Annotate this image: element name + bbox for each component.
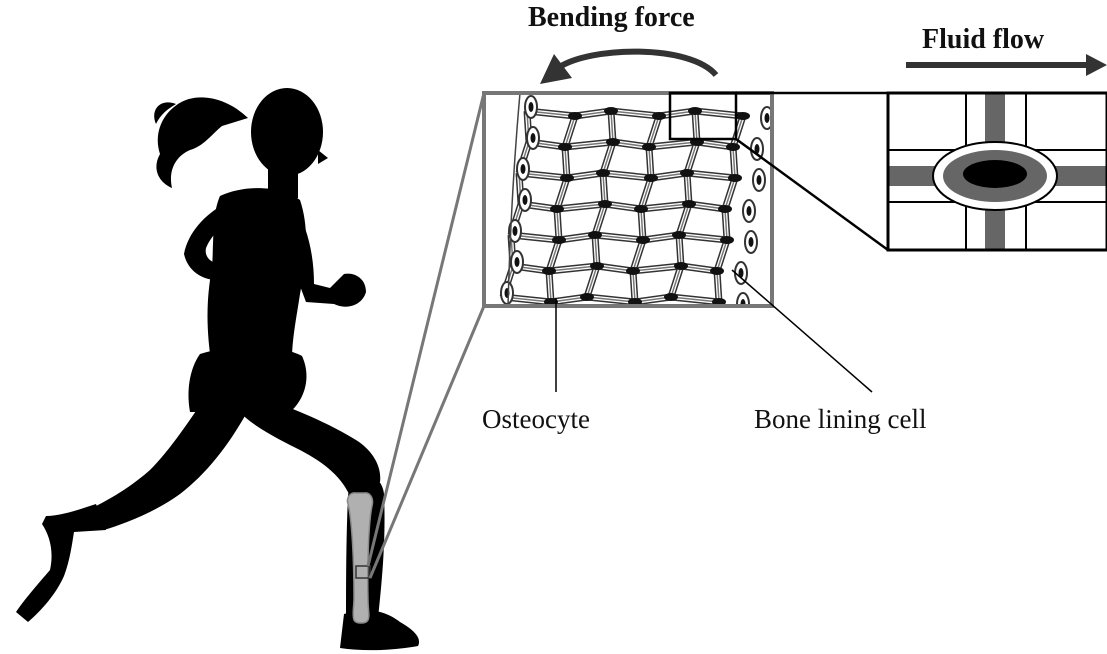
osteocyte-lacuna xyxy=(542,267,556,275)
osteocyte-lacuna xyxy=(606,138,620,146)
bending-force-label: Bending force xyxy=(528,2,695,34)
osteocyte-lacuna xyxy=(736,112,750,120)
bone-lining-cell-nucleus xyxy=(515,257,520,267)
osteocyte-lacuna xyxy=(588,231,602,239)
bone-lining-cell-leader-line xyxy=(732,270,872,392)
osteocyte-cell-body xyxy=(963,160,1027,188)
osteocyte-lacuna xyxy=(720,236,734,244)
bone-lining-cell-nucleus xyxy=(529,102,534,112)
bone-lining-cell-nucleus xyxy=(523,195,528,205)
osteocyte-lacuna xyxy=(644,174,658,182)
fluid-flow-arrow xyxy=(906,54,1107,76)
osteocyte-lacuna xyxy=(626,267,640,275)
osteocyte-lacuna xyxy=(710,267,724,275)
osteocyte-lacuna xyxy=(550,205,564,213)
osteocyte-lacuna xyxy=(688,107,702,115)
osteocyte-lacuna xyxy=(634,205,648,213)
bone-lining-cell-nucleus xyxy=(747,206,752,216)
bone-lining-cell-nucleus xyxy=(513,226,518,236)
osteocyte-lacuna xyxy=(728,174,742,182)
osteocyte-lacuna xyxy=(558,143,572,151)
osteocyte-lacuna xyxy=(672,231,686,239)
bone-lining-cell-nucleus xyxy=(757,175,762,185)
osteocyte-label: Osteocyte xyxy=(482,404,590,435)
osteocyte-lacuna xyxy=(590,262,604,270)
osteocyte-lacuna xyxy=(664,293,678,301)
osteocyte-lacuna xyxy=(596,169,610,177)
bone-lining-cell-nucleus xyxy=(521,164,526,174)
osteocyte-lacuna xyxy=(580,293,594,301)
osteocyte-lacuna xyxy=(726,143,740,151)
osteocyte-lacuna xyxy=(568,112,582,120)
osteocyte-lacuna xyxy=(682,200,696,208)
osteocyte-lacuna xyxy=(636,236,650,244)
osteocyte-lacuna xyxy=(674,262,688,270)
bending-force-arrow xyxy=(540,52,716,84)
zoom-line-bottom xyxy=(370,306,484,578)
bone-lining-cell-label: Bone lining cell xyxy=(754,404,926,435)
osteocyte-lacuna xyxy=(718,205,732,213)
osteocyte-lacuna xyxy=(642,143,656,151)
osteocyte-detail-panel xyxy=(888,93,1107,250)
osteocyte-lacuna xyxy=(680,169,694,177)
osteocyte-lacuna xyxy=(552,236,566,244)
osteocyte-lacuna xyxy=(604,107,618,115)
zoom-line-top xyxy=(368,93,484,566)
fluid-flow-label: Fluid flow xyxy=(922,24,1044,56)
bone-lining-cell-nucleus xyxy=(531,133,536,143)
osteocyte-lacuna xyxy=(598,200,612,208)
bone-tissue-panel xyxy=(484,93,773,315)
osteocyte-lacuna xyxy=(652,112,666,120)
bone-lining-cell-nucleus xyxy=(749,237,754,247)
osteocyte-lacuna xyxy=(560,174,574,182)
bone-lining-cell-nucleus xyxy=(765,113,770,123)
